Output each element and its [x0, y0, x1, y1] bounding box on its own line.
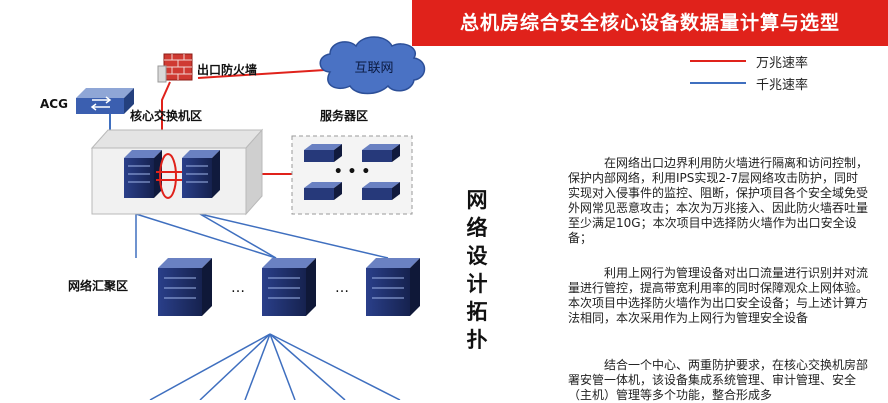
core-switch-right: [182, 150, 220, 198]
page-title: 总机房综合安全核心设备数据量计算与选型: [412, 0, 888, 46]
firewall-label: 出口防火墙: [197, 62, 257, 77]
vertical-title-char: 网: [466, 188, 488, 212]
vertical-title-char: 拓: [466, 300, 488, 324]
server-zone-label: 服务器区: [320, 108, 368, 123]
core-agg-link-4: [135, 213, 277, 259]
acg-device: [76, 88, 134, 114]
server-ellipsis: • • •: [334, 164, 371, 180]
core-firewall-link: [161, 81, 171, 140]
vertical-title-char: 络: [466, 216, 488, 240]
server-icon-3: [304, 182, 342, 200]
vertical-title-char: 设: [466, 244, 488, 268]
core-zone-label: 核心交换机区: [130, 108, 202, 123]
aggregation-switch-3: [366, 258, 420, 316]
vertical-title-char: 计: [466, 272, 488, 296]
internet-label: 互联网: [354, 61, 393, 76]
internet-cloud: 互联网: [319, 36, 426, 95]
access-fan-links: [149, 333, 401, 400]
core-switch-left: [124, 150, 162, 198]
cloud-icon: [319, 36, 426, 95]
server-icon-1: [304, 144, 342, 162]
legend-item-10g: 万兆速率: [690, 50, 880, 72]
description-paragraph-behavior-mgmt: 利用上网行为管理设备对出口流量进行识别并对流量进行管控，提高带宽利用率的同时保障…: [568, 266, 869, 325]
aggregation-switch-2: [262, 258, 316, 316]
core-switch-zone: [90, 128, 264, 216]
server-icon-2: [362, 144, 400, 162]
vertical-title: 网 络 设 计 拓 扑: [464, 186, 490, 354]
legend-label-1g: 千兆速率: [756, 78, 809, 93]
core-agg-link-3: [199, 213, 389, 259]
description-paragraph-firewall: 在网络出口边界利用防火墙进行隔离和访问控制，保护内部网络，利用IPS实现2-7层…: [568, 156, 869, 245]
aggregation-zone-label: 网络汇聚区: [68, 278, 128, 293]
firewall-icon: [157, 53, 193, 83]
server-zone: • • •: [291, 135, 413, 215]
aggregation-ellipsis-2: …: [335, 280, 349, 296]
core-agg-link-2: [199, 213, 277, 259]
acg-arrows-icon: [90, 96, 112, 111]
network-topology-diagram: 互联网 出口防火墙 ACG 核心交换机区 服务器区: [40, 36, 426, 400]
aggregation-switch-1: [158, 258, 212, 316]
description-paragraph-security-appliance: 结合一个中心、两重防护要求，在核心交换机房部署安管一体机，该设备集成系统管理、审…: [568, 358, 869, 402]
red-line-swatch: [690, 60, 746, 62]
server-icon-4: [362, 182, 400, 200]
acg-label: ACG: [40, 97, 68, 111]
legend-item-1g: 千兆速率: [690, 72, 880, 94]
vertical-title-char: 扑: [466, 328, 488, 352]
legend: 万兆速率 千兆速率: [690, 50, 880, 94]
aggregation-ellipsis-1: …: [231, 280, 245, 296]
stack-link-icon: [159, 153, 177, 199]
firewall-internet-link: [197, 69, 326, 79]
blue-line-swatch: [690, 82, 746, 84]
legend-label-10g: 万兆速率: [756, 56, 809, 71]
